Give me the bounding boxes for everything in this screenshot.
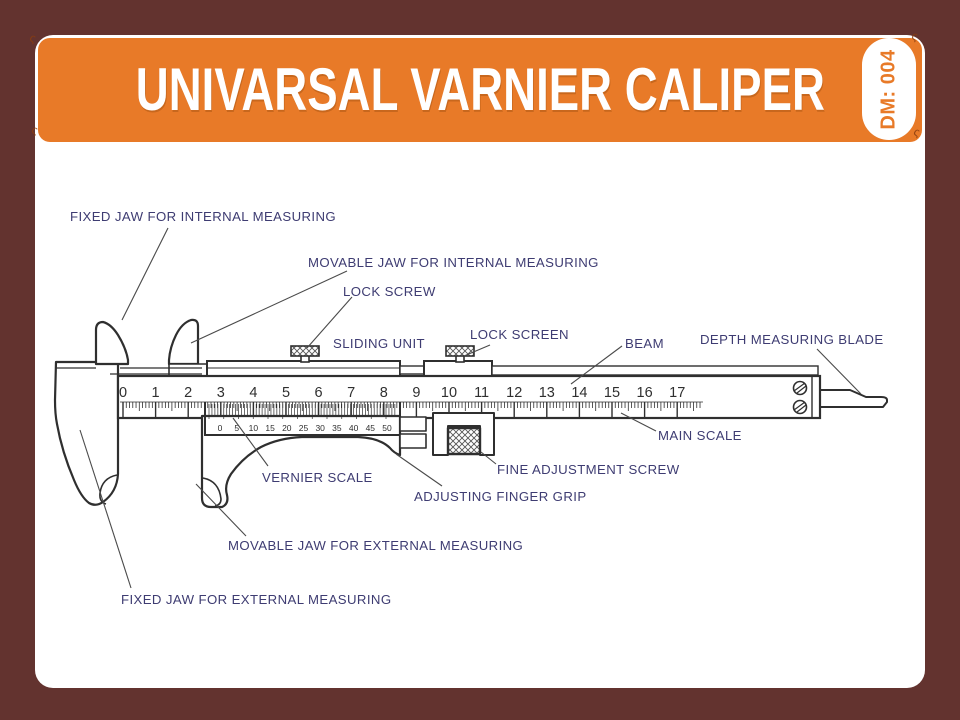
slider-shelf xyxy=(110,367,202,375)
svg-text:30: 30 xyxy=(315,423,325,433)
svg-text:13: 13 xyxy=(539,385,555,401)
fixed-internal-jaw xyxy=(94,320,130,366)
label-fixed-jaw-internal: FIXED JAW FOR INTERNAL MEASURING xyxy=(70,209,337,224)
lock-screw-knob xyxy=(290,345,320,363)
svg-text:4: 4 xyxy=(249,385,257,401)
movable-external-jaw xyxy=(200,414,402,509)
poster-title: UNIVARSAL VARNIER CALIPER xyxy=(135,56,825,123)
svg-text:9: 9 xyxy=(412,385,420,401)
svg-text:10: 10 xyxy=(249,423,259,433)
label-fine-adjustment-screw: FINE ADJUSTMENT SCREW xyxy=(497,462,680,477)
end-screws xyxy=(792,380,808,415)
svg-text:40: 40 xyxy=(349,423,359,433)
svg-text:0: 0 xyxy=(119,385,127,401)
label-lock-screw: LOCK SCREW xyxy=(343,284,436,299)
svg-text:20: 20 xyxy=(282,423,292,433)
label-beam: BEAM xyxy=(625,336,664,351)
label-depth-measuring-blade: DEPTH MEASURING BLADE xyxy=(700,332,884,347)
depth-blade xyxy=(819,389,888,408)
svg-text:14: 14 xyxy=(571,385,587,401)
svg-text:2: 2 xyxy=(184,385,192,401)
label-main-scale: MAIN SCALE xyxy=(658,428,742,443)
main-beam xyxy=(116,374,822,420)
label-fixed-jaw-external: FIXED JAW FOR EXTERNAL MEASURING xyxy=(121,592,392,607)
svg-text:11: 11 xyxy=(474,385,489,401)
label-movable-jaw-internal: MOVABLE JAW FOR INTERNAL MEASURING xyxy=(308,255,599,270)
svg-text:1: 1 xyxy=(152,385,160,401)
svg-text:6: 6 xyxy=(315,385,323,401)
svg-text:17: 17 xyxy=(669,385,685,401)
svg-text:0: 0 xyxy=(218,423,223,433)
svg-text:8: 8 xyxy=(380,385,388,401)
svg-text:45: 45 xyxy=(366,423,376,433)
label-movable-jaw-external: MOVABLE JAW FOR EXTERNAL MEASURING xyxy=(228,538,524,553)
svg-text:5: 5 xyxy=(282,385,290,401)
label-vernier-scale: VERNIER SCALE xyxy=(262,470,373,485)
label-adjusting-finger-grip: ADJUSTING FINGER GRIP xyxy=(414,489,587,504)
svg-text:10: 10 xyxy=(441,385,457,401)
finger-grip xyxy=(399,412,495,456)
svg-text:15: 15 xyxy=(604,385,620,401)
svg-text:35: 35 xyxy=(332,423,342,433)
svg-text:25: 25 xyxy=(299,423,309,433)
svg-text:3: 3 xyxy=(217,385,225,401)
svg-text:15: 15 xyxy=(265,423,275,433)
label-sliding-unit: SLIDING UNIT xyxy=(333,336,425,351)
fixed-body-and-jaw xyxy=(53,360,120,506)
doc-number-badge: DM: 004 xyxy=(862,38,916,140)
svg-text:7: 7 xyxy=(347,385,355,401)
fine-adjustment-screw-block xyxy=(446,426,482,456)
label-lock-screen: LOCK SCREEN xyxy=(470,327,569,342)
svg-text:16: 16 xyxy=(637,385,653,401)
vernier-scale-ticks: 0 5 10 15 20 25 30 35 40 45 50 xyxy=(208,404,396,433)
poster-header: UNIVARSAL VARNIER CALIPER xyxy=(38,38,922,142)
svg-text:12: 12 xyxy=(506,385,522,401)
leader-lines xyxy=(79,227,862,589)
lock-screen-knob xyxy=(445,345,475,363)
svg-text:50: 50 xyxy=(382,423,392,433)
svg-text:5: 5 xyxy=(234,423,239,433)
